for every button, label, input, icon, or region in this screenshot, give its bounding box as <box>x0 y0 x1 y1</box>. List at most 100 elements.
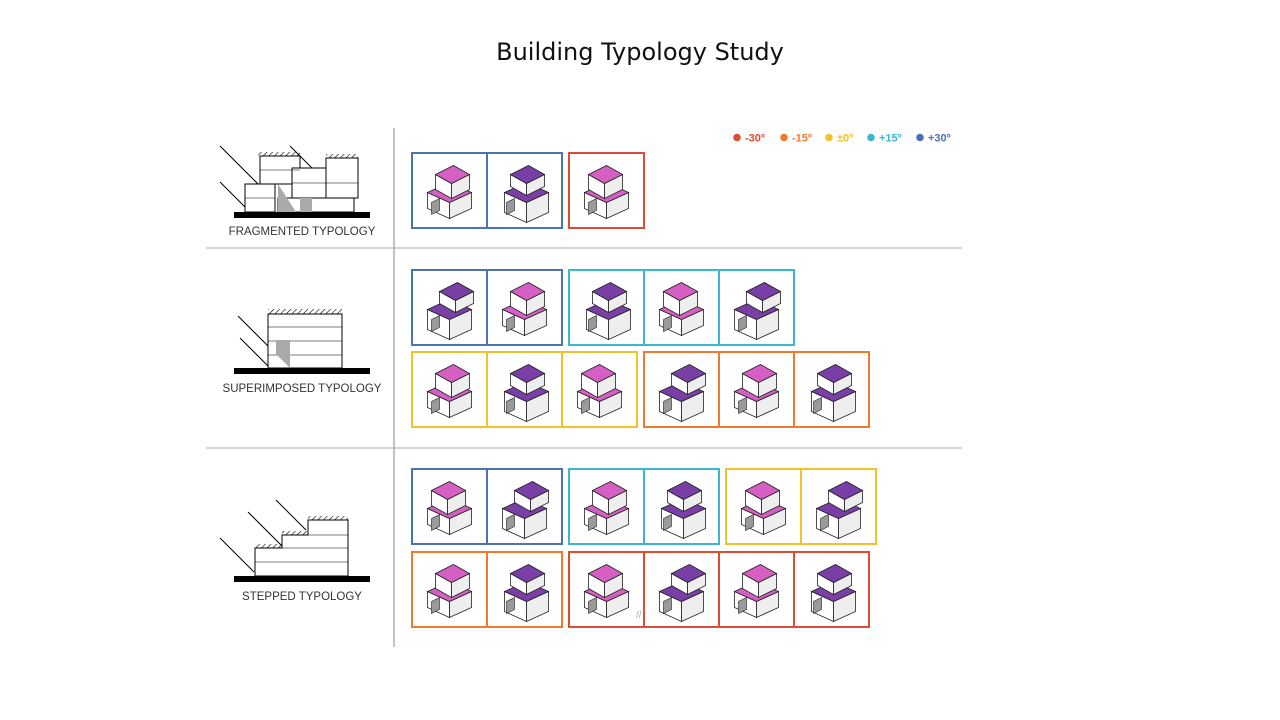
thumbnail-group <box>725 468 877 545</box>
building-shadow <box>663 315 672 332</box>
building-roof <box>816 364 853 383</box>
building-roof <box>670 564 707 583</box>
thumbnail-group <box>568 551 870 628</box>
building-roof <box>513 481 550 500</box>
thumbnail-frame <box>568 152 645 229</box>
building-roof <box>666 481 703 500</box>
legend: -30º -15º ±0º +15º +30º <box>733 133 951 145</box>
building-thumbnail[interactable] <box>583 564 630 619</box>
building-thumbnail[interactable] <box>733 364 780 419</box>
thumbnail-frame <box>411 269 563 346</box>
building-roof <box>591 282 628 301</box>
building-thumbnail[interactable] <box>501 481 550 540</box>
building-thumbnail[interactable] <box>426 564 473 619</box>
building-shadow <box>431 514 440 531</box>
building-thumbnail[interactable] <box>740 481 787 536</box>
building-roof <box>587 564 624 583</box>
building-shadow <box>813 397 822 414</box>
building-shadow <box>588 514 597 531</box>
fragmented-section-icon <box>219 145 370 218</box>
building-thumbnail[interactable] <box>733 282 782 341</box>
building-shadow <box>745 514 754 531</box>
thumbnail-frame <box>411 351 638 428</box>
thumbnail-frame <box>568 551 870 628</box>
superimposed-section-icon <box>234 309 370 374</box>
building-shadow <box>663 397 672 414</box>
building-thumbnail[interactable] <box>810 364 857 423</box>
thumbnail-group <box>411 269 563 346</box>
building-roof <box>662 282 699 301</box>
legend-label: -15º <box>792 133 812 145</box>
building-thumbnail[interactable] <box>585 282 632 341</box>
section-label-superimposed: SUPERIMPOSED TYPOLOGY <box>223 383 382 395</box>
building-shadow <box>738 315 747 332</box>
building-roof <box>741 364 778 383</box>
building-roof <box>591 481 628 500</box>
building-shadow <box>506 315 515 332</box>
building-thumbnail[interactable] <box>426 364 473 419</box>
building-thumbnail[interactable] <box>810 564 857 623</box>
legend-label: +15º <box>879 133 902 145</box>
thumbnail-group <box>411 152 563 229</box>
building-shadow <box>738 397 747 414</box>
building-thumbnail[interactable] <box>733 564 780 619</box>
building-shadow <box>506 397 515 414</box>
building-thumbnail[interactable] <box>576 364 623 419</box>
thumbnail-grid <box>411 152 877 628</box>
thumbnail-group <box>411 351 638 428</box>
thumbnail-group <box>411 551 563 628</box>
building-roof <box>587 165 624 184</box>
building-thumbnail[interactable] <box>503 165 550 224</box>
building-roof <box>434 564 471 583</box>
thumbnail-frame <box>411 152 563 229</box>
legend-dot <box>867 133 875 142</box>
thumbnail-frame <box>568 468 720 545</box>
building-roof <box>430 481 467 500</box>
legend-label: +30º <box>928 133 951 145</box>
building-thumbnail[interactable] <box>658 364 707 423</box>
stamp-mark: // <box>636 610 642 621</box>
legend-label: -30º <box>745 133 765 145</box>
thumbnail-frame <box>568 269 795 346</box>
building-shadow <box>581 397 590 414</box>
building-thumbnail[interactable] <box>426 165 473 220</box>
building-shadow <box>820 514 829 531</box>
building-shadow <box>506 514 515 531</box>
thumbnail-frame <box>411 551 563 628</box>
building-thumbnail[interactable] <box>501 282 548 337</box>
building-thumbnail[interactable] <box>503 564 550 623</box>
building-thumbnail[interactable] <box>815 481 864 540</box>
building-shadow <box>506 198 515 215</box>
building-roof <box>816 564 853 583</box>
thumbnail-frame <box>411 468 563 545</box>
thumbnail-group <box>568 468 720 545</box>
building-roof <box>744 481 781 500</box>
building-roof <box>509 364 546 383</box>
building-thumbnail[interactable] <box>583 165 630 220</box>
building-roof <box>509 282 546 301</box>
building-thumbnail[interactable] <box>660 481 707 540</box>
building-roof <box>580 364 617 383</box>
legend-label: ±0º <box>837 133 853 145</box>
building-thumbnail[interactable] <box>658 564 707 623</box>
page-title: Building Typology Study <box>496 38 784 66</box>
building-roof <box>438 282 475 301</box>
building-thumbnail[interactable] <box>503 364 550 423</box>
building-shadow <box>506 597 515 614</box>
thumbnail-frame <box>725 468 877 545</box>
building-roof <box>509 564 546 583</box>
building-thumbnail[interactable] <box>426 481 473 536</box>
legend-dot <box>733 133 741 142</box>
building-shadow <box>431 597 440 614</box>
building-thumbnail[interactable] <box>583 481 630 536</box>
legend-dot <box>780 133 788 142</box>
building-thumbnail[interactable] <box>426 282 475 341</box>
stepped-section-icon <box>219 499 370 582</box>
thumbnail-group <box>411 468 563 545</box>
building-shadow <box>431 315 440 332</box>
building-thumbnail[interactable] <box>658 282 705 337</box>
thumbnail-frame <box>643 351 870 428</box>
building-roof <box>434 364 471 383</box>
building-roof <box>827 481 864 500</box>
